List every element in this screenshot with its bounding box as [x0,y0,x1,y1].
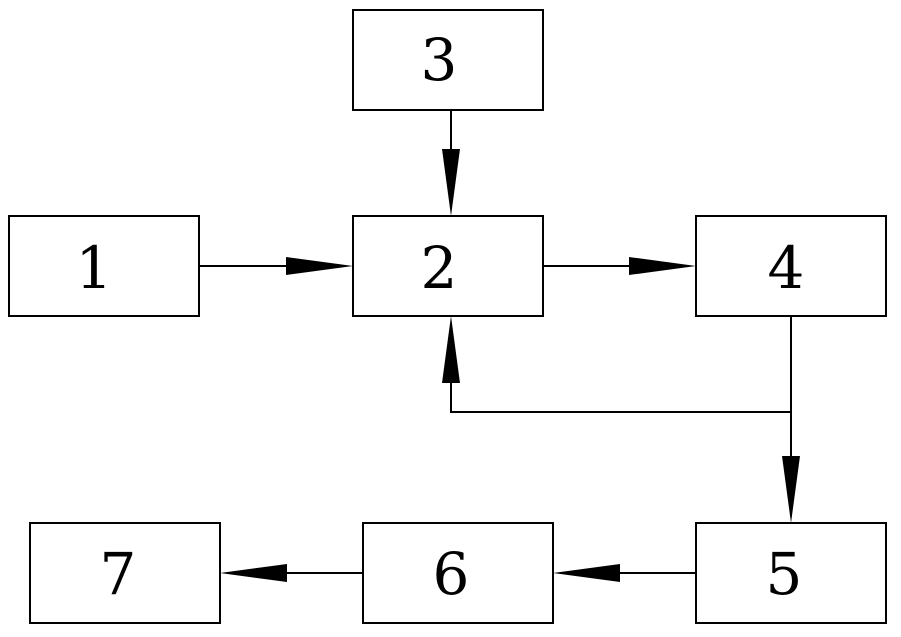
arrowhead-5-to-6 [553,564,620,582]
arrowhead-1-to-2 [286,257,353,275]
arrow-3-to-2 [442,110,460,216]
box-7-label: 7 [100,540,137,608]
box-5: 5 [695,522,887,624]
arrowhead-4-to-5 [782,456,800,523]
arrow-1-to-2 [199,257,353,275]
box-6-label: 6 [433,540,470,608]
box-2-label: 2 [421,234,458,302]
arrowhead-4-to-2 [442,316,460,383]
arrow-6-to-7 [220,564,363,582]
box-2: 2 [352,215,544,317]
box-3-label: 3 [421,26,458,94]
box-6: 6 [362,522,554,624]
arrowhead-6-to-7 [220,564,287,582]
arrowhead-2-to-4 [629,257,696,275]
box-5-label: 5 [766,540,803,608]
box-1-label: 1 [76,234,113,302]
box-7: 7 [29,522,221,624]
arrow-5-to-6 [553,564,696,582]
box-4: 4 [695,215,887,317]
arrowhead-3-to-2 [442,149,460,216]
box-1: 1 [8,215,200,317]
arrow-4-to-2-feedback [442,316,791,413]
box-3: 3 [352,9,544,111]
arrow-4-to-5 [782,316,800,523]
arrow-2-to-4 [543,257,696,275]
box-4-label: 4 [768,234,805,302]
